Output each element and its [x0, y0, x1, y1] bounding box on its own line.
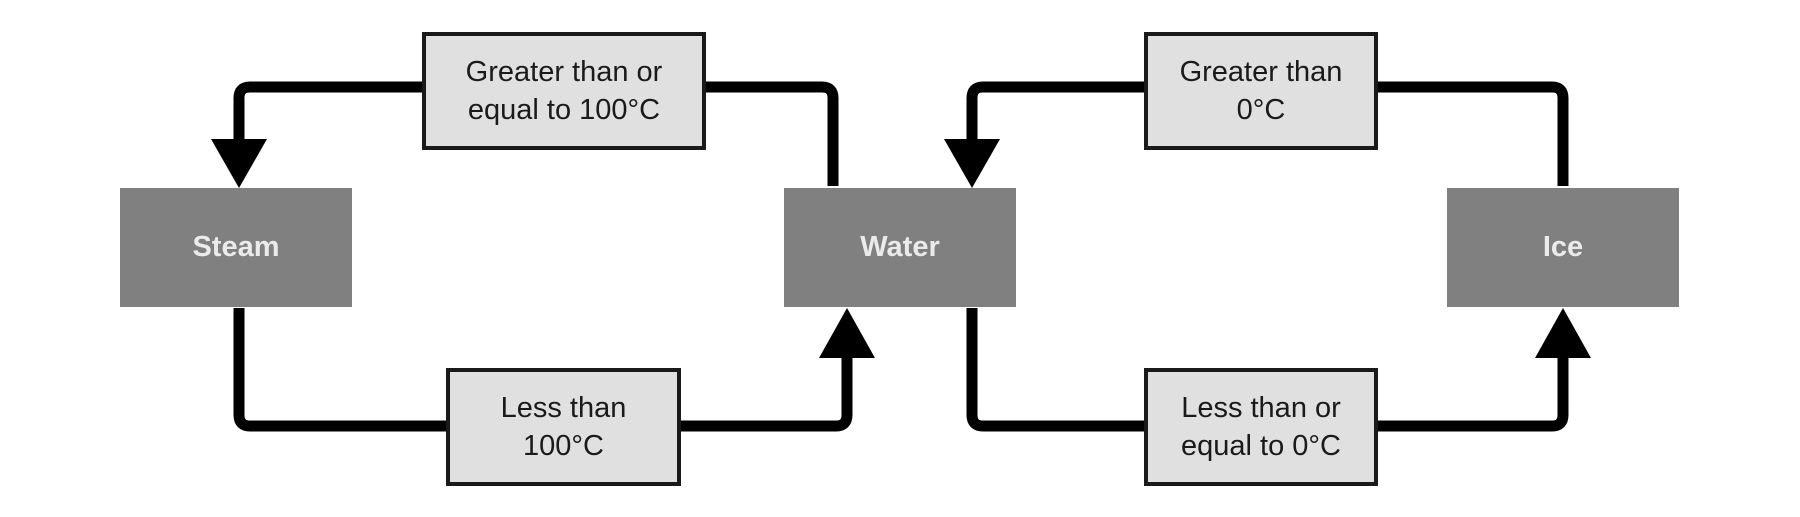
- state-water: Water: [784, 188, 1016, 307]
- connector-ice-to-water: [966, 81, 1569, 186]
- condition-water-from-steam: Less than 100°C: [446, 368, 681, 486]
- condition-water-from-steam-label: Less than 100°C: [500, 392, 627, 462]
- state-ice: Ice: [1447, 188, 1679, 307]
- state-steam: Steam: [120, 188, 352, 307]
- connector-water-to-steam: [233, 81, 839, 186]
- arrowhead-into-water-top: [944, 139, 1000, 188]
- arrowhead-into-steam: [211, 139, 267, 188]
- arrowhead-into-ice: [1535, 308, 1591, 358]
- connector-water-to-ice: [966, 308, 1569, 432]
- condition-water-from-ice-label: Greater than 0°C: [1179, 56, 1343, 126]
- state-ice-label: Ice: [1542, 231, 1584, 263]
- condition-ice-from-water-label: Less than or equal to 0°C: [1181, 392, 1341, 462]
- condition-steam-from-water-label: Greater than or equal to 100°C: [465, 56, 663, 126]
- condition-water-from-ice: Greater than 0°C: [1144, 32, 1378, 150]
- condition-steam-from-water: Greater than or equal to 100°C: [422, 32, 706, 150]
- state-water-label: Water: [860, 231, 940, 263]
- connector-steam-to-water: [233, 308, 853, 432]
- state-steam-label: Steam: [192, 231, 280, 263]
- arrowhead-into-water-bottom: [819, 308, 875, 358]
- condition-ice-from-water: Less than or equal to 0°C: [1144, 368, 1378, 486]
